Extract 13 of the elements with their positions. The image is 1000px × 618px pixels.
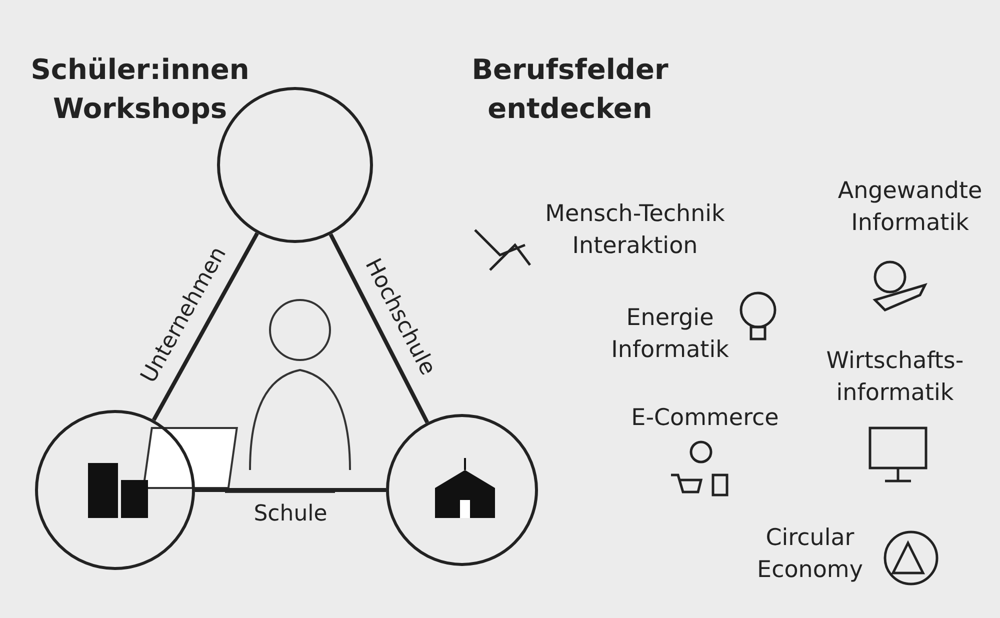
field-label: Circular Economy [756,524,864,586]
field-label: Energie Informatik [610,304,730,366]
field-label: Wirtschafts- informatik [825,347,965,408]
connector-line [328,233,430,424]
field-label: Angewandte Informatik [836,177,984,238]
heading: Schüler:innen Workshops [30,52,250,128]
heading: Berufsfelder entdecken [470,52,670,128]
field-label: E-Commerce [630,404,780,433]
circle-node [386,414,538,566]
connector-line [195,488,386,492]
circle-node [35,410,195,570]
field-label: Mensch-Technik Interaktion [544,200,726,262]
connector-line [152,232,259,421]
